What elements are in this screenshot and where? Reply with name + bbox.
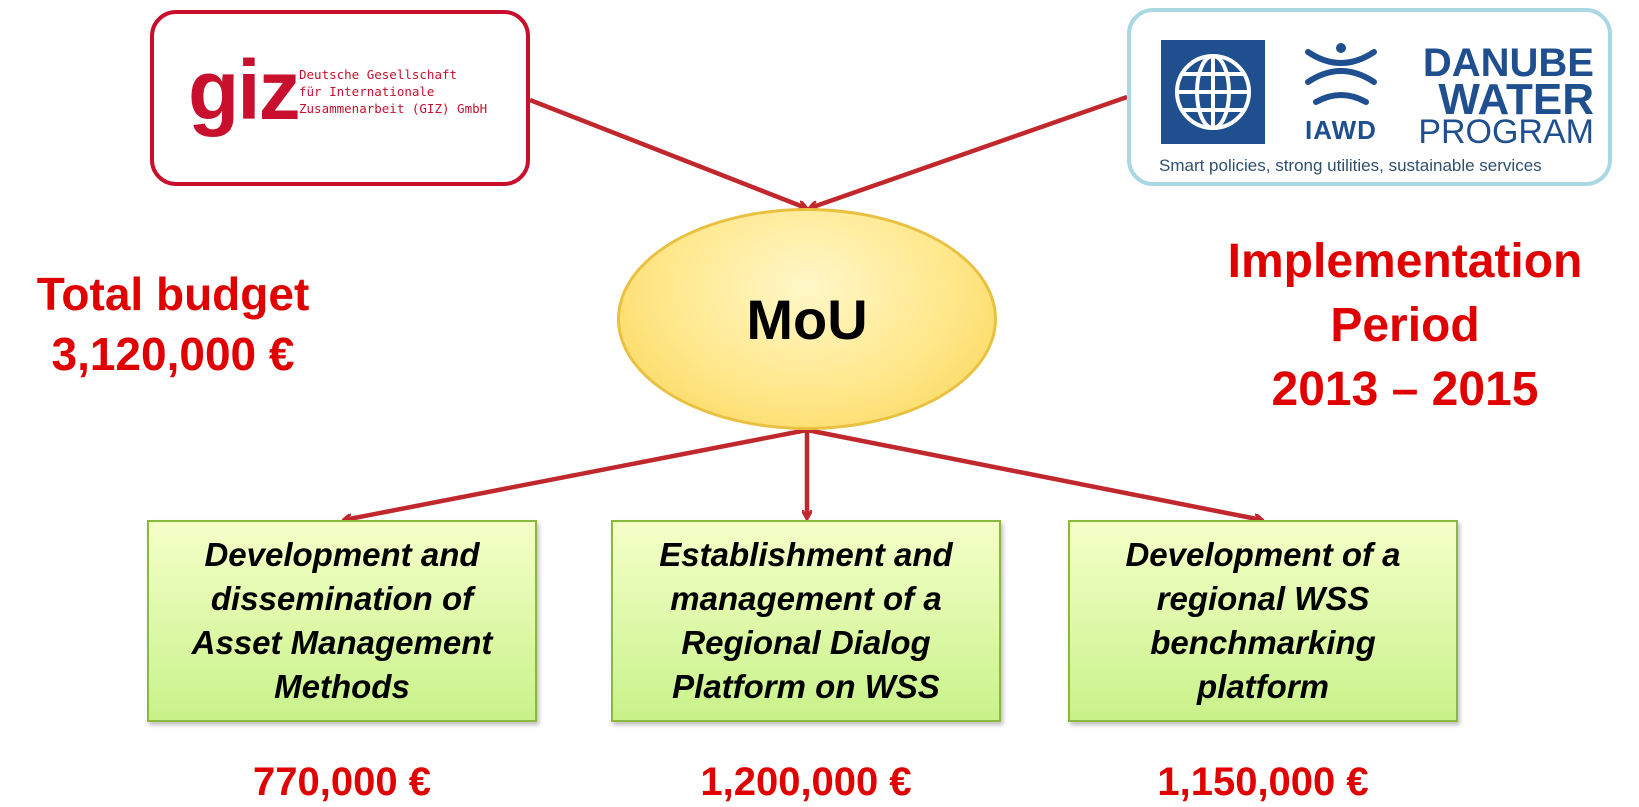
giz-org-line: für Internationale [299,84,435,99]
component-line: Asset Management [191,624,493,661]
component-line: Development and [204,536,480,573]
danube-water-program-logo-box: IAWD DANUBE WATER PROGRAM Smart policies… [1127,8,1612,186]
component-cost: 770,000 € [253,760,431,804]
budget-amount: 3,120,000 € [51,328,295,380]
budget-title: Total budget [36,268,310,320]
arrow-danube-to-mou [810,94,1128,208]
component-line: platform [1197,668,1329,705]
period-line: Period [1330,299,1480,352]
component-cost: 1,200,000 € [700,760,912,804]
component-line: benchmarking [1150,624,1376,661]
component-line: Regional Dialog [681,624,931,661]
giz-wordmark: giz [188,43,301,137]
component-line: Development of a [1125,536,1401,573]
iawd-wave-icon [1296,40,1386,110]
giz-org-line: Deutsche Gesellschaft [299,67,458,82]
danube-tagline: Smart policies, strong utilities, sustai… [1159,156,1542,175]
danube-label: DANUBE [1422,41,1594,85]
component-cost: 1,150,000 € [1157,760,1369,804]
component-line: Methods [274,668,410,705]
water-label: WATER [1438,75,1594,124]
period-line: Implementation [1227,235,1583,288]
component-line: Platform on WSS [672,668,940,705]
period-years: 2013 – 2015 [1271,363,1539,416]
mou-ellipse: MoU [617,208,997,430]
giz-org-name: Deutsche Gesellschaft für Internationale… [299,66,519,117]
component-line: regional WSS [1156,580,1370,617]
component-line: dissemination of [210,580,474,617]
implementation-period: Implementation Period 2013 – 2015 [1190,230,1620,422]
component-box-benchmarking-platform: Development of a regional WSS benchmarki… [1068,520,1458,722]
giz-logo-box: giz Deutsche Gesellschaft für Internatio… [150,10,530,186]
arrow-giz-to-mou [529,97,806,208]
iawd-label: IAWD [1305,115,1377,145]
arrow-mou-to-component-3 [806,427,1262,520]
component-box-asset-management: Development and dissemination of Asset M… [147,520,537,722]
total-budget: Total budget 3,120,000 € [8,264,338,384]
component-box-dialog-platform: Establishment and management of a Region… [611,520,1001,722]
arrow-mou-to-component-1 [344,427,808,520]
component-line: Establishment and [659,536,953,573]
program-label: PROGRAM [1418,113,1594,151]
giz-org-line: Zusammenarbeit (GIZ) GmbH [299,101,488,116]
component-line: management of a [670,580,942,617]
world-bank-globe-icon [1161,40,1265,144]
mou-label: MoU [746,287,868,351]
